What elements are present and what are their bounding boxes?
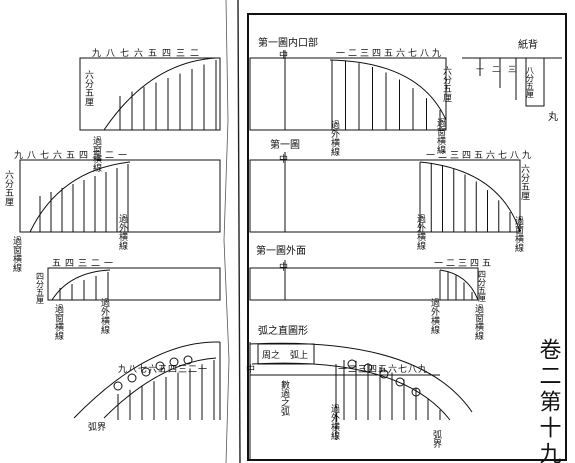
figure-4-right-inner-arc xyxy=(251,362,451,421)
figure-2-right-side-label: 六分五厘 xyxy=(519,163,530,200)
figure-3-left-center-bottom-label: 過外横線 xyxy=(99,298,110,334)
figure-3 xyxy=(47,260,479,301)
figure-1-center-mark: 中 xyxy=(279,49,288,61)
figure-4-right-numerals: 一二三四五六七八九 xyxy=(338,363,428,375)
figure-4-circle-mark xyxy=(113,381,123,391)
figure-3-right-side-label: 四分五厘 xyxy=(478,270,487,303)
figure-3-right-center-bottom-label: 過外横線 xyxy=(429,298,440,334)
figure-4-circle-mark xyxy=(395,377,405,387)
figure-4-caption: 弧之直圖形 xyxy=(258,324,308,337)
figure-3-left-box xyxy=(47,267,221,301)
figure-4-center-mark: 中 xyxy=(246,363,255,375)
figure-1-right-numerals: 一二三四五六七八九 xyxy=(336,47,444,59)
figure-4-left-inner-arc xyxy=(103,357,217,419)
figure-4-circle-mark xyxy=(141,367,151,377)
figure-1-left-bottom-label: 過窗横線 xyxy=(91,136,102,172)
figure-2-left-center-bottom-label: 過外横線 xyxy=(117,214,128,250)
figure-4-circle-mark xyxy=(183,355,193,365)
figure-1-left-numerals: 九八七六五四三二 xyxy=(92,47,204,59)
figure-2-left-bottom-label: 過窗横線 xyxy=(11,236,22,272)
figure-2-right-bottom-label: 過窗横線 xyxy=(513,216,524,252)
figure-3-left-arc xyxy=(51,269,111,301)
page-fold-left xyxy=(223,0,230,463)
figure-2-left-box xyxy=(19,159,221,233)
figure-2-center-mark: 中 xyxy=(279,153,288,165)
figure-2-left-side-label: 六分五厘 xyxy=(3,169,14,206)
figure-4-label-box xyxy=(257,343,315,365)
inset-diagram xyxy=(462,57,562,107)
figure-3-right-numerals: 一二三四五 xyxy=(434,259,494,269)
figure-1-right-side-label: 六分五厘 xyxy=(441,65,452,102)
figure-2-left-arc xyxy=(29,161,131,233)
figure-4-circle-mark xyxy=(127,373,137,383)
figure-3-right-bottom-label: 過窗横線 xyxy=(473,304,484,340)
figure-2-caption: 第一圖 xyxy=(270,138,300,151)
figure-2-right-center-bottom-label: 過外横線 xyxy=(415,214,426,250)
figure-1-left-box xyxy=(79,57,221,131)
page-fold-right xyxy=(237,0,241,463)
figure-3-caption: 第一圖外面 xyxy=(256,244,306,257)
figure-4-circle-mark xyxy=(411,387,421,397)
right-page-border xyxy=(247,13,567,461)
inset-labels: 八分五厘 xyxy=(526,66,535,99)
figure-2-right-box xyxy=(249,159,521,233)
figure-2-right-arc xyxy=(419,161,521,233)
figure-4-left-arc xyxy=(73,341,221,419)
figure-4-box-label-3: 數過之弧 xyxy=(279,379,290,417)
top-right-label: 紙背 xyxy=(518,38,538,51)
figure-3-right-arc xyxy=(439,269,479,301)
figure-1-left-side-label: 六分五厘 xyxy=(83,69,94,106)
figure-4-circle-mark xyxy=(379,369,389,379)
figure-4-right-bottom-label: 弧界 xyxy=(431,429,442,449)
figure-1-caption: 第一圖内口部 xyxy=(258,36,318,49)
figure-4-circle-mark xyxy=(363,363,373,373)
figure-4-circle-mark xyxy=(169,357,179,367)
figure-3-left-side-label: 四分五厘 xyxy=(36,272,45,305)
figure-1 xyxy=(79,50,447,131)
figure-3-right-box xyxy=(249,267,479,301)
figure-2 xyxy=(19,152,521,233)
figure-2-left-numerals: 九八七六五四三二一 xyxy=(14,149,131,161)
figure-4 xyxy=(73,341,473,460)
figure-1-right-box xyxy=(249,57,447,131)
inset-numerals: 一二三 xyxy=(476,65,524,74)
figure-3-left-bottom-label: 過窗横線 xyxy=(53,304,64,340)
figure-3-left-numerals: 五四三二一 xyxy=(52,259,117,269)
figure-4-left-bottom-label: 弧界 xyxy=(88,421,106,433)
figure-4-left-numerals: 九八七六五四三二一 xyxy=(118,363,208,375)
inset-bottom-mark: 丸 xyxy=(548,110,558,123)
figure-4-center-bottom-label: 過外横線 xyxy=(329,404,340,440)
inset-box xyxy=(525,57,545,107)
figure-1-center-bottom-label: 過外横線 xyxy=(329,120,340,156)
figure-4-box-label-2: 弧上 xyxy=(290,349,308,361)
figure-1-right-arc xyxy=(329,59,447,121)
figure-4-circle-mark xyxy=(155,361,165,371)
figure-3-center-mark: 中 xyxy=(279,261,288,273)
figure-2-right-numerals: 一二三四五六七八九 xyxy=(426,149,534,161)
chapter-label: 卷二第十九 xyxy=(536,338,562,463)
figure-4-right-arc xyxy=(249,342,473,413)
figure-4-circle-mark xyxy=(347,359,357,369)
figure-1-right-bottom-label: 過窗横線 xyxy=(435,118,446,154)
figure-4-box-label-1: 周之 xyxy=(262,349,280,361)
figure-1-left-arc xyxy=(103,57,217,131)
